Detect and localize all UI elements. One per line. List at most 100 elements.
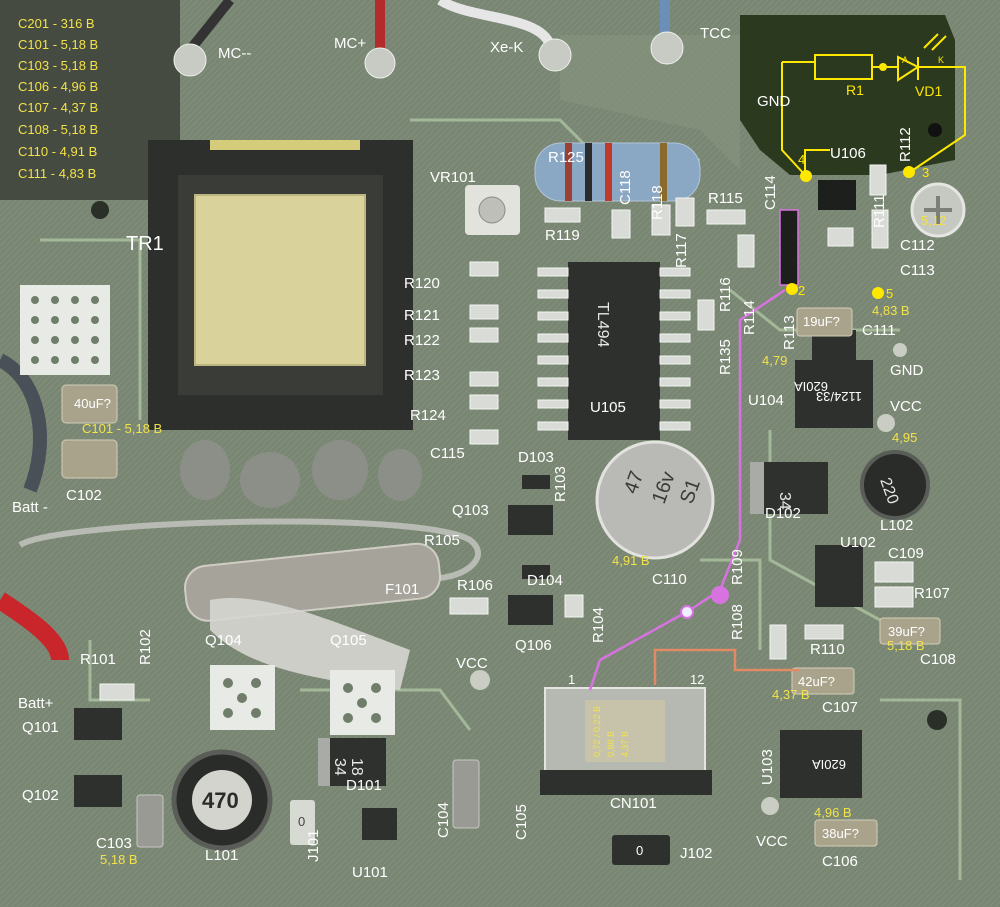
chip-pins-left bbox=[537, 267, 569, 431]
label-l102: L102 bbox=[880, 517, 913, 534]
copper-area bbox=[560, 35, 740, 170]
voltage-list-item: C101 - 5,18 B bbox=[18, 37, 98, 52]
label-q104: Q104 bbox=[205, 632, 242, 649]
voltage-list-item: C106 - 4,96 B bbox=[18, 79, 98, 94]
capacitor-c108 bbox=[879, 617, 941, 645]
trace bbox=[729, 288, 900, 332]
schematic-pin bbox=[800, 170, 812, 182]
schematic-pin bbox=[786, 283, 798, 295]
label-q106: Q106 bbox=[515, 637, 552, 654]
probe-point bbox=[680, 605, 694, 619]
resistor-band bbox=[660, 143, 667, 201]
voltage-list: C201 - 316 B C101 - 5,18 B C103 - 5,18 B… bbox=[18, 16, 98, 181]
voltage-c106: 4,96 B bbox=[814, 805, 852, 820]
label-d101: D101 bbox=[346, 777, 382, 794]
resistor-r125 bbox=[534, 142, 701, 202]
label-r103: R103 bbox=[552, 466, 569, 502]
chip-tl494 bbox=[568, 262, 660, 440]
label-r104: R104 bbox=[590, 607, 607, 643]
marking-cn-pin-right: 12 bbox=[690, 672, 704, 687]
voltage-c108: 5,18 B bbox=[887, 638, 925, 653]
label-d104: D104 bbox=[527, 572, 563, 589]
capacitor-c104 bbox=[452, 759, 480, 829]
marking-l102: 220 bbox=[876, 476, 901, 507]
label-gnd-mid: GND bbox=[890, 362, 924, 379]
heatsink-holes bbox=[31, 296, 99, 364]
heatsink-holes-q bbox=[223, 678, 381, 723]
marking-c111: 19uF? bbox=[803, 314, 840, 329]
label-vcc-bottom-right: VCC bbox=[756, 833, 788, 850]
marking-d101: 34 bbox=[331, 758, 348, 776]
marking-c108: 39uF? bbox=[888, 624, 925, 639]
marking-j101: 0 bbox=[298, 814, 305, 829]
label-r125: R125 bbox=[548, 149, 584, 166]
pad-mc-minus bbox=[173, 43, 207, 77]
label-q103: Q103 bbox=[452, 502, 489, 519]
label-f101: F101 bbox=[385, 581, 419, 598]
wire-batt-plus bbox=[0, 592, 69, 662]
label-d102: D102 bbox=[765, 505, 801, 522]
schematic-pin bbox=[903, 166, 915, 178]
label-vcc-bottom: VCC bbox=[456, 655, 488, 672]
transistor-q103 bbox=[508, 505, 553, 535]
marking-c106: 38uF? bbox=[822, 826, 859, 841]
label-r118: R118 bbox=[649, 185, 666, 220]
label-r122: R122 bbox=[404, 332, 440, 349]
dark-mask-area bbox=[740, 15, 955, 175]
schematic-overlay bbox=[781, 54, 966, 176]
marking-c110-voltage: 16v bbox=[648, 469, 680, 507]
smd-parts bbox=[99, 164, 914, 701]
voltage-c107: 4,37 B bbox=[772, 687, 810, 702]
schematic-pin-4: 4 bbox=[798, 152, 805, 167]
label-u101: U101 bbox=[352, 864, 388, 881]
label-r121: R121 bbox=[404, 307, 440, 324]
transformer-tape bbox=[210, 140, 360, 150]
capacitor-c103 bbox=[136, 794, 164, 848]
label-r124: R124 bbox=[410, 407, 446, 424]
label-c114: C114 bbox=[762, 175, 779, 210]
chip-u106 bbox=[818, 180, 856, 210]
label-mc-plus: MC+ bbox=[334, 35, 366, 52]
voltage-list-item: C107 - 4,37 B bbox=[18, 100, 98, 115]
marking-c110-value: 47 bbox=[620, 468, 648, 496]
voltage-u104-in: 4,79 bbox=[762, 353, 787, 368]
label-c106: C106 bbox=[822, 853, 858, 870]
chip-marking-tl494: TL494 bbox=[594, 302, 611, 347]
via bbox=[761, 797, 779, 815]
label-r110: R110 bbox=[810, 641, 845, 658]
label-r114: R114 bbox=[741, 300, 758, 335]
trimmer-knob bbox=[478, 196, 506, 224]
label-xe-k: Xe-K bbox=[490, 39, 523, 56]
label-r102: R102 bbox=[137, 629, 154, 665]
label-q105: Q105 bbox=[330, 632, 367, 649]
resistor-band bbox=[565, 143, 572, 201]
label-r112: R112 bbox=[897, 127, 914, 162]
marking-d102: 34 bbox=[776, 492, 793, 510]
marking-u104-2: 1124/33 bbox=[816, 389, 862, 404]
pad-tcc bbox=[650, 31, 684, 65]
trace bbox=[40, 238, 142, 420]
voltage-cn-2: 0,88 B bbox=[606, 731, 616, 757]
diode-d104 bbox=[522, 565, 550, 579]
glue-blob bbox=[210, 598, 410, 690]
label-r119: R119 bbox=[545, 227, 580, 244]
schematic-cathode: K bbox=[938, 55, 944, 65]
resistor-band bbox=[585, 143, 592, 201]
label-r109: R109 bbox=[729, 549, 746, 585]
schematic-pin-3: 3 bbox=[922, 165, 929, 180]
wire-loop bbox=[18, 518, 481, 581]
schematic-pin bbox=[872, 287, 884, 299]
label-c108: C108 bbox=[920, 651, 956, 668]
label-c110: C110 bbox=[652, 571, 687, 588]
label-tcc: TCC bbox=[700, 25, 731, 42]
voltage-screw: 5,12 bbox=[921, 213, 946, 228]
schematic-r1: R1 bbox=[846, 82, 864, 98]
voltage-list-item: C110 - 4,91 B bbox=[18, 144, 97, 159]
transistor-q101 bbox=[74, 708, 122, 740]
capacitor-c107 bbox=[791, 667, 855, 695]
label-l101: L101 bbox=[205, 847, 238, 864]
label-r120: R120 bbox=[404, 275, 440, 292]
label-vcc-right: VCC bbox=[890, 398, 922, 415]
